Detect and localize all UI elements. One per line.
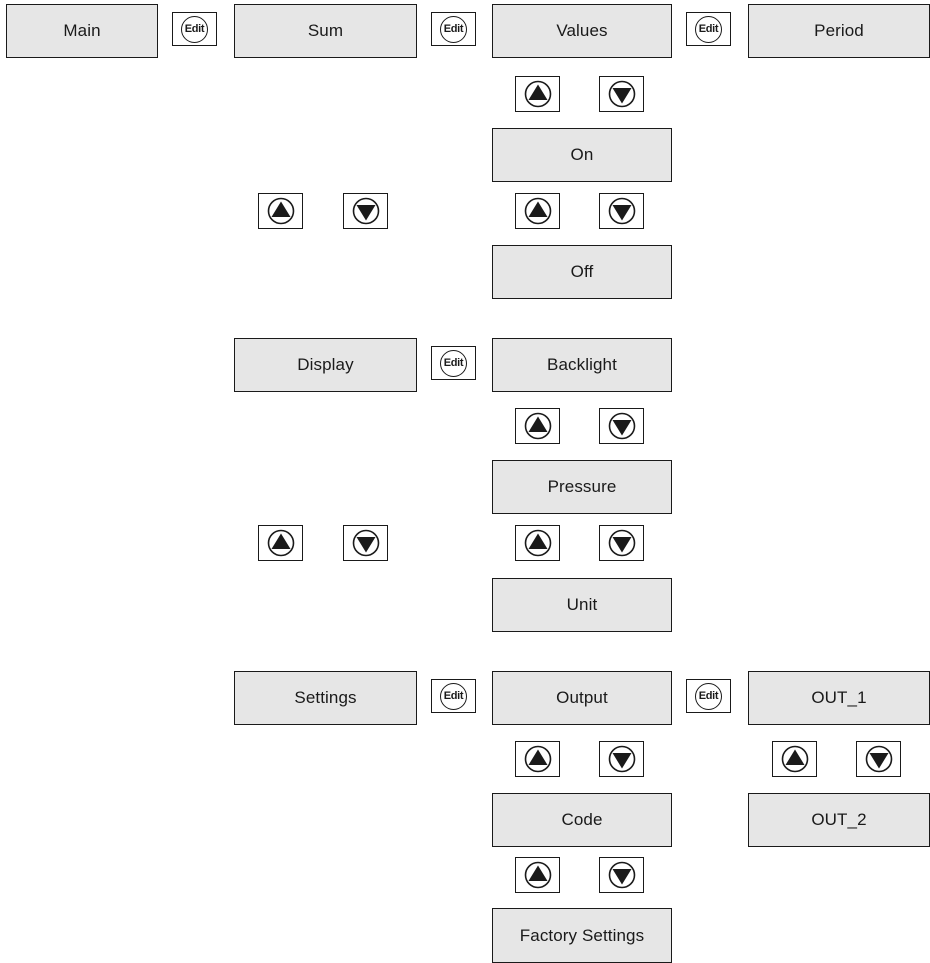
up-arrow-icon: [524, 529, 551, 557]
edit-icon: Edit: [181, 15, 208, 43]
menu-box-off: Off: [492, 245, 672, 299]
menu-box-label: Backlight: [547, 355, 617, 374]
down-key: [599, 525, 644, 561]
edit-key: Edit: [431, 346, 476, 380]
down-key: [343, 193, 388, 229]
edit-icon: Edit: [440, 15, 467, 43]
down-arrow-icon: [352, 529, 379, 557]
menu-box-values: Values: [492, 4, 672, 58]
edit-key: Edit: [172, 12, 217, 46]
edit-key: Edit: [686, 679, 731, 713]
up-arrow-icon: [267, 197, 294, 225]
up-arrow-icon: [267, 529, 294, 557]
menu-box-label: Code: [561, 810, 603, 829]
menu-box-label: Main: [63, 21, 101, 40]
edit-icon: Edit: [440, 349, 467, 377]
menu-box-label: Off: [570, 262, 594, 281]
menu-box-settings: Settings: [234, 671, 417, 725]
menu-box-label: Factory Settings: [519, 925, 645, 945]
down-key: [599, 76, 644, 112]
down-arrow-icon: [352, 197, 379, 225]
menu-box-out-1: OUT_1: [748, 671, 930, 725]
down-arrow-icon: [608, 861, 635, 889]
menu-box-period: Period: [748, 4, 930, 58]
up-arrow-icon: [524, 80, 551, 108]
menu-box-backlight: Backlight: [492, 338, 672, 392]
down-arrow-icon: [865, 745, 892, 773]
menu-box-sum: Sum: [234, 4, 417, 58]
down-arrow-icon: [608, 80, 635, 108]
menu-box-on: On: [492, 128, 672, 182]
edit-icon: Edit: [695, 682, 722, 710]
down-arrow-icon: [608, 745, 635, 773]
up-key: [515, 408, 560, 444]
down-key: [599, 857, 644, 893]
down-arrow-icon: [608, 197, 635, 225]
menu-box-main: Main: [6, 4, 158, 58]
up-key: [515, 76, 560, 112]
edit-icon: Edit: [440, 682, 467, 710]
menu-box-unit: Unit: [492, 578, 672, 632]
up-key: [515, 857, 560, 893]
up-key: [515, 525, 560, 561]
menu-box-label: Values: [556, 21, 608, 40]
menu-box-factory-settings: Factory Settings: [492, 908, 672, 963]
menu-box-pressure: Pressure: [492, 460, 672, 514]
up-arrow-icon: [524, 197, 551, 225]
menu-box-label: OUT_1: [811, 688, 867, 707]
up-key: [515, 193, 560, 229]
edit-icon: Edit: [695, 15, 722, 43]
menu-box-label: Period: [814, 21, 864, 40]
menu-box-label: Output: [556, 688, 608, 707]
menu-box-label: On: [570, 145, 594, 164]
menu-box-label: Sum: [307, 21, 344, 40]
edit-key: Edit: [431, 679, 476, 713]
up-key: [258, 193, 303, 229]
menu-box-out-2: OUT_2: [748, 793, 930, 847]
up-arrow-icon: [524, 412, 551, 440]
menu-box-display: Display: [234, 338, 417, 392]
menu-box-output: Output: [492, 671, 672, 725]
menu-box-label: OUT_2: [811, 810, 867, 829]
up-key: [515, 741, 560, 777]
down-key: [599, 408, 644, 444]
up-key: [772, 741, 817, 777]
up-arrow-icon: [781, 745, 808, 773]
edit-key: Edit: [431, 12, 476, 46]
down-arrow-icon: [608, 529, 635, 557]
down-key: [599, 193, 644, 229]
down-arrow-icon: [608, 412, 635, 440]
down-key: [856, 741, 901, 777]
menu-box-label: Pressure: [547, 477, 617, 496]
menu-box-label: Display: [297, 355, 354, 374]
up-key: [258, 525, 303, 561]
down-key: [343, 525, 388, 561]
down-key: [599, 741, 644, 777]
up-arrow-icon: [524, 745, 551, 773]
up-arrow-icon: [524, 861, 551, 889]
menu-box-label: Settings: [294, 688, 357, 707]
menu-box-label: Unit: [566, 595, 598, 614]
menu-box-code: Code: [492, 793, 672, 847]
edit-key: Edit: [686, 12, 731, 46]
